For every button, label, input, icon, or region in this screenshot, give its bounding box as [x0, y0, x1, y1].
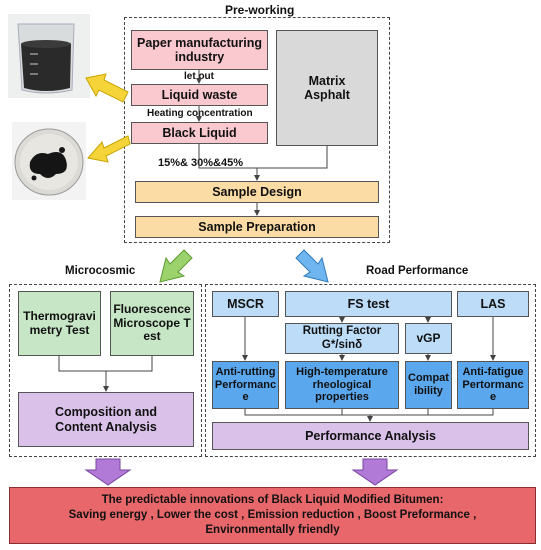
fluorescence-label: Fluorescence Microscope Test [113, 301, 191, 344]
let-out-label: let out [184, 71, 214, 82]
microcosmic-title: Microcosmic [65, 265, 136, 277]
thermogravimetry-label: Thermogravimetry Test [23, 308, 96, 337]
sample-preparation-label: Sample Preparation [198, 219, 316, 234]
performance-analysis-label: Performance Analysis [305, 428, 436, 443]
blue-arrow [295, 249, 329, 283]
green-arrow [159, 249, 193, 283]
ratio-label: 15%& 30%&45% [158, 157, 243, 169]
conclusion-box: The predictable innovations of Black Liq… [9, 487, 536, 544]
anti-rutting-box: Anti-rutting Performance [212, 361, 279, 409]
microcosmic-container [9, 284, 202, 457]
rutting-factor-box: Rutting Factor G*/sinδ [285, 323, 399, 354]
anti-fatigue-box: Anti-fatigue Pertormance [457, 361, 529, 409]
performance-analysis-box: Performance Analysis [212, 422, 529, 450]
conclusion-line-2: Saving energy , Lower the cost , Emissio… [68, 509, 477, 522]
matrix-asphalt-label: Matrix Asphalt [304, 73, 350, 102]
fs-test-box: FS test [285, 291, 452, 317]
liquid-waste-box: Liquid waste [131, 84, 268, 106]
compatibility-box: Compatibility [405, 361, 452, 409]
road-performance-title: Road Performance [366, 265, 469, 277]
purple-arrow-right [351, 458, 399, 486]
sample-design-box: Sample Design [135, 181, 379, 203]
composition-box: Composition and Content Analysis [18, 392, 194, 447]
conclusion-line-3: Environmentally friendly [205, 523, 340, 536]
anti-rutting-label: Anti-rutting Performance [214, 366, 277, 404]
mscr-box: MSCR [212, 291, 279, 317]
yellow-arrow-top [85, 73, 129, 103]
black-liquid-label: Black Liquid [162, 125, 237, 140]
paper-industry-box: Paper manufacturing industry [131, 30, 268, 70]
purple-arrow-left [84, 458, 132, 486]
liquid-waste-label: Liquid waste [161, 87, 238, 102]
sample-design-label: Sample Design [212, 184, 302, 199]
fluorescence-box: Fluorescence Microscope Test [110, 291, 194, 356]
heating-label: Heating concentration [147, 108, 253, 119]
black-liquid-box: Black Liquid [131, 122, 268, 144]
vgp-box: vGP [405, 323, 452, 354]
beaker-photo [8, 14, 90, 98]
sample-preparation-box: Sample Preparation [135, 216, 379, 238]
paper-industry-label: Paper manufacturing industry [136, 35, 263, 64]
vgp-label: vGP [416, 330, 441, 345]
high-temp-box: High-temperature rheological properties [285, 361, 399, 409]
high-temp-label: High-temperature rheological properties [296, 366, 388, 404]
preworking-container [124, 17, 390, 243]
road-performance-container [205, 284, 536, 457]
composition-label: Composition and Content Analysis [54, 405, 158, 434]
rutting-factor-label: Rutting Factor G*/sinδ [302, 325, 382, 351]
dish-photo [12, 122, 86, 200]
conclusion-line-1: The predictable innovations of Black Liq… [101, 494, 444, 507]
las-label: LAS [480, 296, 506, 311]
fs-test-label: FS test [347, 296, 390, 311]
mscr-label: MSCR [227, 296, 264, 311]
preworking-title: Pre-working [222, 3, 298, 17]
compatibility-label: Compatibility [408, 372, 449, 397]
anti-fatigue-label: Anti-fatigue Pertormance [462, 366, 524, 404]
thermogravimetry-box: Thermogravimetry Test [18, 291, 101, 356]
las-box: LAS [457, 291, 529, 317]
matrix-asphalt-box: Matrix Asphalt [276, 30, 378, 146]
